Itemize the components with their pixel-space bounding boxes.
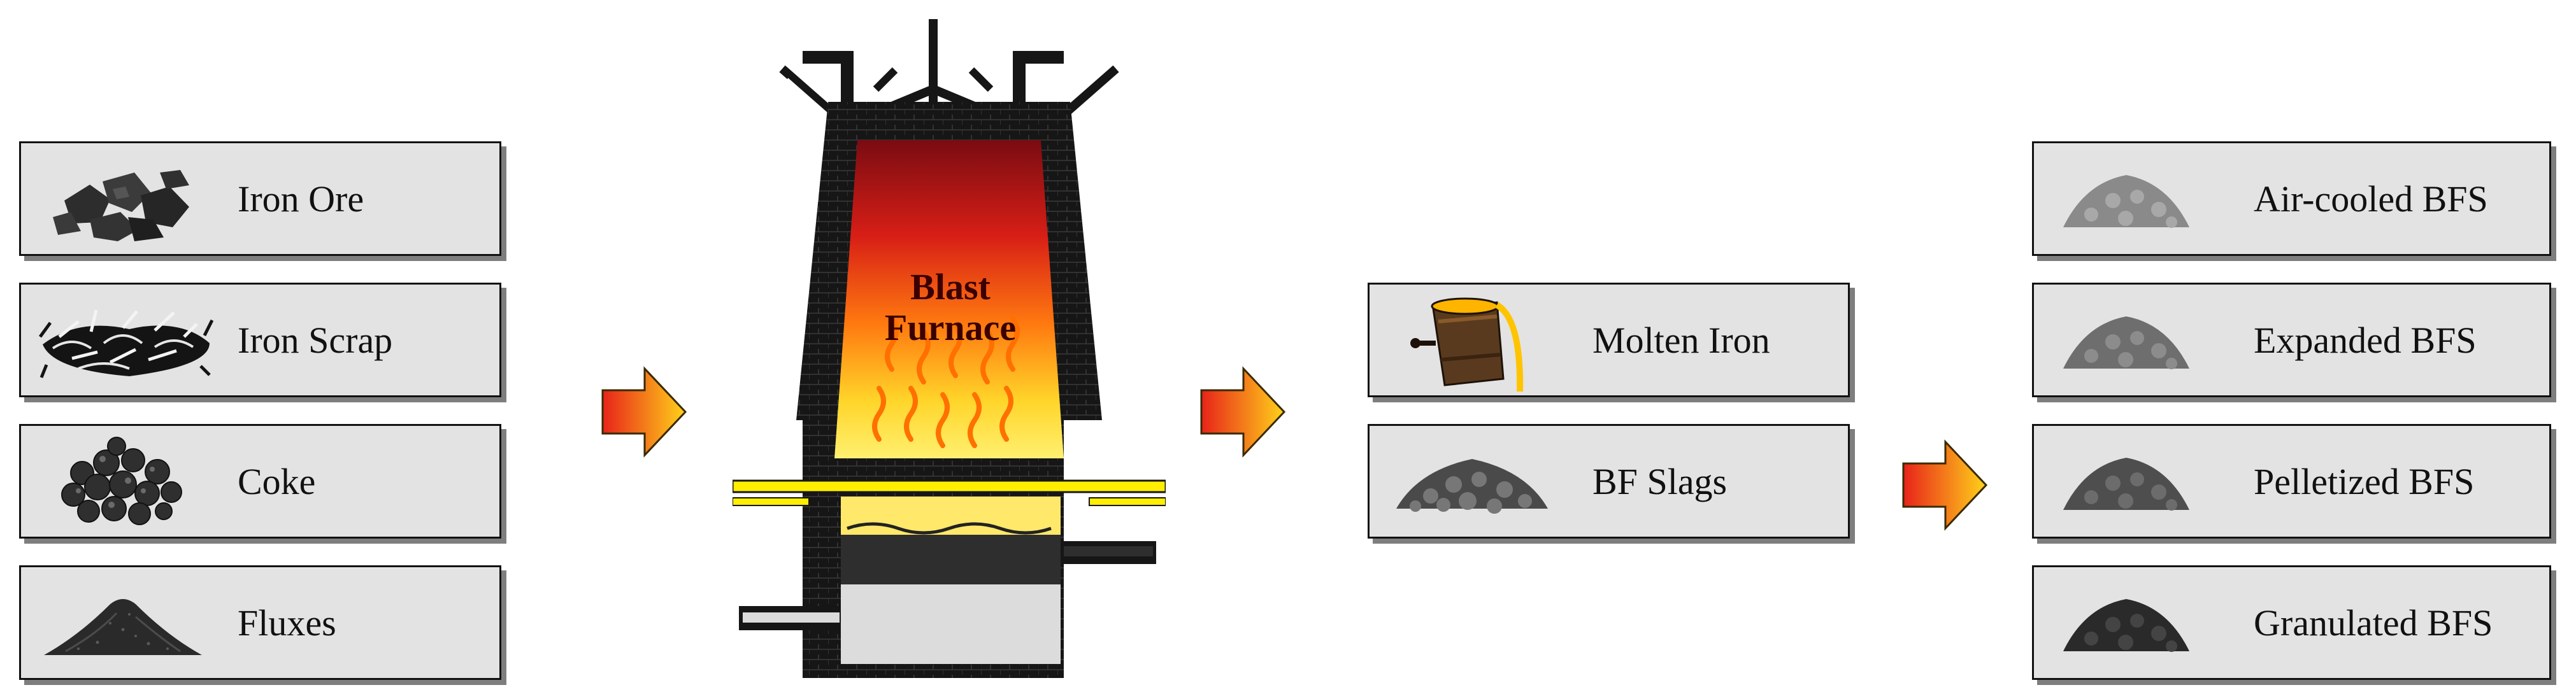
slag-type-box-air-cooled: Air-cooled BFS [2032, 141, 2551, 256]
furnace-label-line2: Furnace [885, 307, 1016, 348]
slag-type-label: Air-cooled BFS [2254, 178, 2488, 220]
slag-type-label: Expanded BFS [2254, 319, 2477, 361]
arrow-right-icon [601, 366, 687, 458]
slag-type-box-expanded: Expanded BFS [2032, 283, 2551, 397]
blast-furnace-illustration: Blast Furnace [733, 19, 1166, 678]
bf-slag-pile-icon [1396, 459, 1548, 514]
output-box-molten-iron: Molten Iron [1368, 283, 1850, 397]
expanded-bfs-icon [2063, 316, 2189, 369]
output-label: Molten Iron [1592, 319, 1770, 361]
input-box-coke: Coke [19, 424, 501, 539]
iron-ore-icon [53, 170, 189, 241]
granulated-bfs-icon [2063, 599, 2189, 652]
input-label: Iron Scrap [238, 319, 393, 361]
slag-type-box-granulated: Granulated BFS [2032, 565, 2551, 680]
molten-iron-ladle-icon [1410, 297, 1524, 392]
output-label: BF Slags [1592, 460, 1728, 502]
input-box-iron-scrap: Iron Scrap [19, 283, 501, 397]
input-box-fluxes: Fluxes [19, 565, 501, 680]
input-box-iron-ore: Iron Ore [19, 141, 501, 256]
output-box-bf-slags: BF Slags [1368, 424, 1850, 539]
arrow-right-icon [1200, 366, 1286, 458]
pelletized-bfs-icon [2063, 458, 2189, 511]
arrow-right-icon [1902, 439, 1988, 531]
iron-scrap-icon [38, 309, 214, 378]
air-cooled-bfs-icon [2063, 175, 2189, 228]
coke-icon [61, 437, 182, 525]
furnace-label-line1: Blast [910, 266, 991, 307]
input-label: Coke [238, 460, 316, 502]
input-label: Iron Ore [238, 178, 364, 220]
fluxes-icon [44, 599, 202, 655]
slag-type-label: Granulated BFS [2254, 602, 2493, 644]
input-label: Fluxes [238, 602, 336, 644]
slag-type-box-pelletized: Pelletized BFS [2032, 424, 2551, 539]
slag-type-label: Pelletized BFS [2254, 460, 2475, 502]
